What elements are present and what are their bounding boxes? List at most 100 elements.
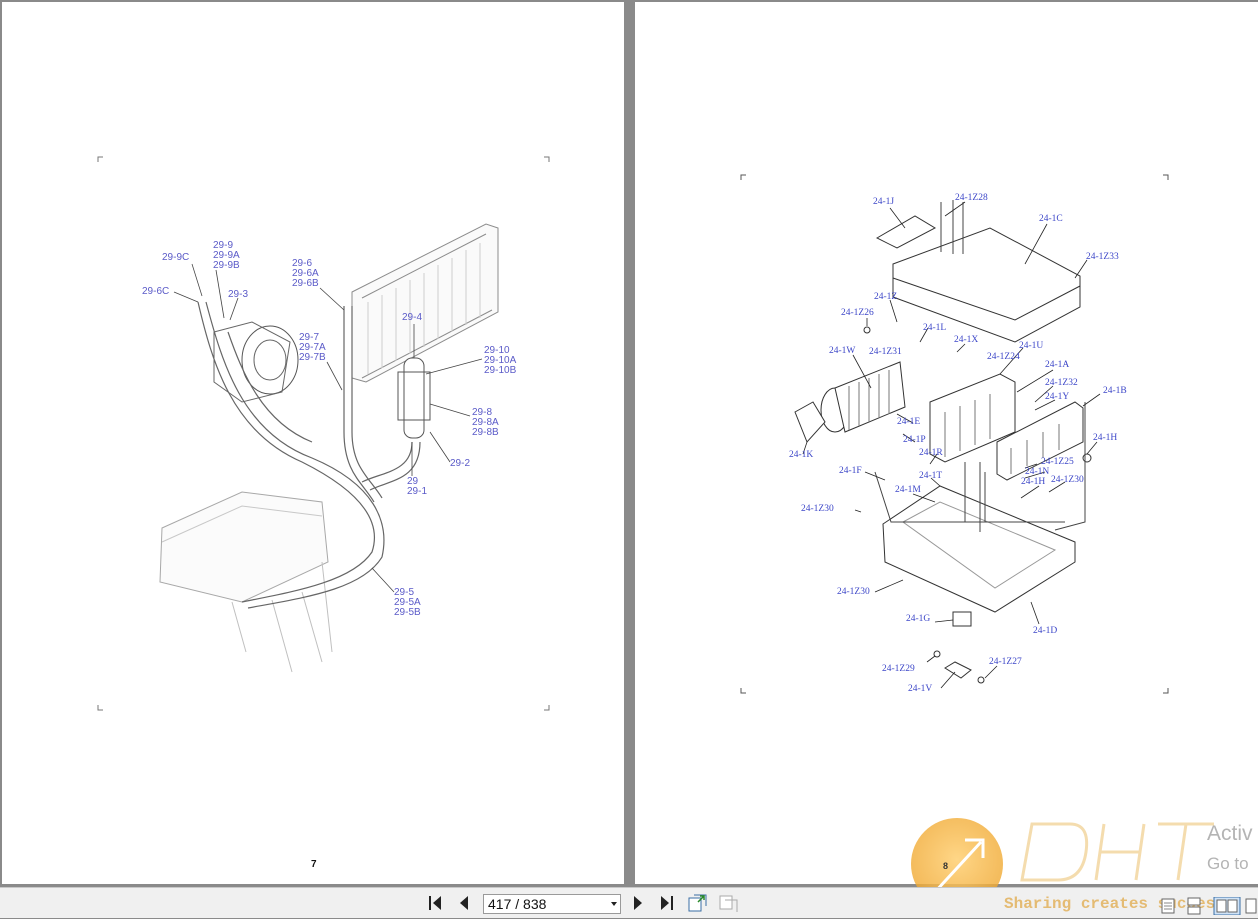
- page-indicator-text: 417 / 838: [488, 896, 547, 912]
- callout-29-7b: 29-7B: [299, 352, 326, 363]
- top-cover: [892, 227, 1081, 343]
- callout-24-1r: 24-1R: [919, 448, 943, 458]
- callout-24-1t: 24-1T: [919, 471, 942, 481]
- refrigerant-line-diagram: 29-9C 29-9 29-9A 29-9B 29-6C 29-3 29-6 2…: [97, 156, 550, 711]
- first-page-icon: [429, 896, 441, 910]
- callout-24-1g: 24-1G: [906, 614, 930, 624]
- previous-view-icon: [688, 894, 707, 912]
- callout-24-1d: 24-1D: [1033, 626, 1057, 636]
- callout-29-5b: 29-5B: [394, 607, 421, 618]
- callout-29-8b: 29-8B: [472, 427, 499, 438]
- callout-24-1z30-a: 24-1Z30: [1051, 475, 1084, 485]
- callout-labels: 24-1J 24-1Z28 24-1C 24-1Z33 24-1Z 24-1Z2…: [789, 193, 1127, 694]
- callout-24-1z32: 24-1Z32: [1045, 378, 1078, 388]
- continuous-view-icon[interactable]: [1187, 897, 1201, 915]
- callout-24-1z24: 24-1Z24: [987, 352, 1020, 362]
- page-number: 7: [311, 859, 317, 870]
- callout-24-1w: 24-1W: [829, 346, 855, 356]
- callout-29-4: 29-4: [402, 312, 422, 323]
- callout-24-1z30-b: 24-1Z30: [801, 504, 834, 514]
- callout-29-6a: 29-6A: [292, 268, 319, 279]
- left-page: 29-9C 29-9 29-9A 29-9B 29-6C 29-3 29-6 2…: [2, 2, 624, 884]
- callout-24-1h: 24-1H: [1093, 433, 1117, 443]
- callout-24-1z27: 24-1Z27: [989, 657, 1022, 667]
- callout-29-10a: 29-10A: [484, 355, 517, 366]
- callout-29-5a: 29-5A: [394, 597, 421, 608]
- callout-29-8: 29-8: [472, 407, 492, 418]
- callout-24-1y: 24-1Y: [1045, 392, 1069, 402]
- activate-windows-subtitle: Go to: [1207, 854, 1249, 873]
- lower-case: [882, 485, 1076, 613]
- crop-marks: [740, 174, 1169, 694]
- callout-24-1n: 24-1N: [1025, 467, 1049, 477]
- callout-24-1z29: 24-1Z29: [882, 664, 915, 674]
- callout-29-10b: 29-10B: [484, 365, 517, 376]
- first-page-button[interactable]: [424, 892, 446, 914]
- callout-29-9a: 29-9A: [213, 250, 240, 261]
- callout-24-1u: 24-1U: [1019, 341, 1043, 351]
- right-page: 24-1J 24-1Z28 24-1C 24-1Z33 24-1Z 24-1Z2…: [635, 2, 1258, 884]
- previous-view-button[interactable]: [686, 892, 710, 914]
- callout-24-1k: 24-1K: [789, 450, 813, 460]
- callout-24-1e: 24-1E: [897, 417, 920, 427]
- callout-29-10: 29-10: [484, 345, 510, 356]
- next-page-icon: [634, 896, 642, 910]
- crop-marks: [97, 156, 550, 711]
- callout-29-2: 29-2: [450, 458, 470, 469]
- callout-24-1b: 24-1B: [1103, 386, 1127, 396]
- last-page-button[interactable]: [656, 892, 678, 914]
- callout-24-1j: 24-1J: [873, 197, 894, 207]
- heater-core: [996, 401, 1084, 481]
- evaporator-unit: [159, 491, 329, 603]
- condenser: [351, 223, 499, 383]
- callout-24-1a: 24-1A: [1045, 360, 1069, 370]
- callout-29-3: 29-3: [228, 289, 248, 300]
- callout-24-1h-2: 24-1H: [1021, 477, 1045, 487]
- callout-24-1f: 24-1F: [839, 466, 862, 476]
- hvac-unit-exploded-diagram: 24-1J 24-1Z28 24-1C 24-1Z33 24-1Z 24-1Z2…: [740, 174, 1169, 694]
- callout-29-9: 29-9: [213, 240, 233, 251]
- page-number-input[interactable]: 417 / 838: [483, 894, 621, 914]
- callout-29-6c: 29-6C: [142, 286, 169, 297]
- callout-24-1z26: 24-1Z26: [841, 308, 874, 318]
- callout-24-1z33: 24-1Z33: [1086, 252, 1119, 262]
- dht-logo: [1020, 822, 1214, 882]
- callout-24-1c: 24-1C: [1039, 214, 1063, 224]
- callout-24-1z31: 24-1Z31: [869, 347, 902, 357]
- receiver-drier: [403, 357, 425, 439]
- callout-29-7: 29-7: [299, 332, 319, 343]
- callout-29-6b: 29-6B: [292, 278, 319, 289]
- single-page-view-icon[interactable]: [1161, 898, 1175, 914]
- callout-24-1z25: 24-1Z25: [1041, 457, 1074, 467]
- callout-labels: 29-9C 29-9 29-9A 29-9B 29-6C 29-3 29-6 2…: [142, 240, 517, 618]
- previous-page-icon: [460, 896, 468, 910]
- callout-24-1m: 24-1M: [895, 485, 921, 495]
- next-view-icon: [719, 895, 738, 912]
- callout-29-6: 29-6: [292, 258, 312, 269]
- callout-24-1z30-c: 24-1Z30: [837, 587, 870, 597]
- next-view-button[interactable]: [715, 892, 739, 914]
- last-page-icon: [661, 896, 673, 910]
- previous-page-button[interactable]: [453, 892, 475, 914]
- two-page-view-icon[interactable]: [1213, 897, 1241, 915]
- view-mode-buttons: [1161, 897, 1257, 915]
- refrigerant-hoses: [197, 301, 421, 609]
- callout-24-1p: 24-1P: [903, 435, 926, 445]
- next-page-button[interactable]: [627, 892, 649, 914]
- callout-24-1v: 24-1V: [908, 684, 932, 694]
- callout-24-1z28: 24-1Z28: [955, 193, 988, 203]
- activate-windows-title: Activ: [1207, 822, 1253, 845]
- callout-29-8a: 29-8A: [472, 417, 499, 428]
- callout-29: 29: [407, 476, 419, 487]
- arrow-icon: [933, 838, 985, 894]
- chevron-down-icon: [611, 902, 617, 906]
- navigation-toolbar: 417 / 838: [0, 887, 1258, 918]
- callout-29-9c: 29-9C: [162, 252, 189, 263]
- callout-24-1x: 24-1X: [954, 335, 978, 345]
- callout-24-1z: 24-1Z: [874, 292, 897, 302]
- callout-29-1: 29-1: [407, 486, 427, 497]
- callout-29-7a: 29-7A: [299, 342, 326, 353]
- two-page-continuous-view-icon[interactable]: [1245, 898, 1257, 914]
- callout-29-9b: 29-9B: [213, 260, 240, 271]
- callout-29-5: 29-5: [394, 587, 414, 598]
